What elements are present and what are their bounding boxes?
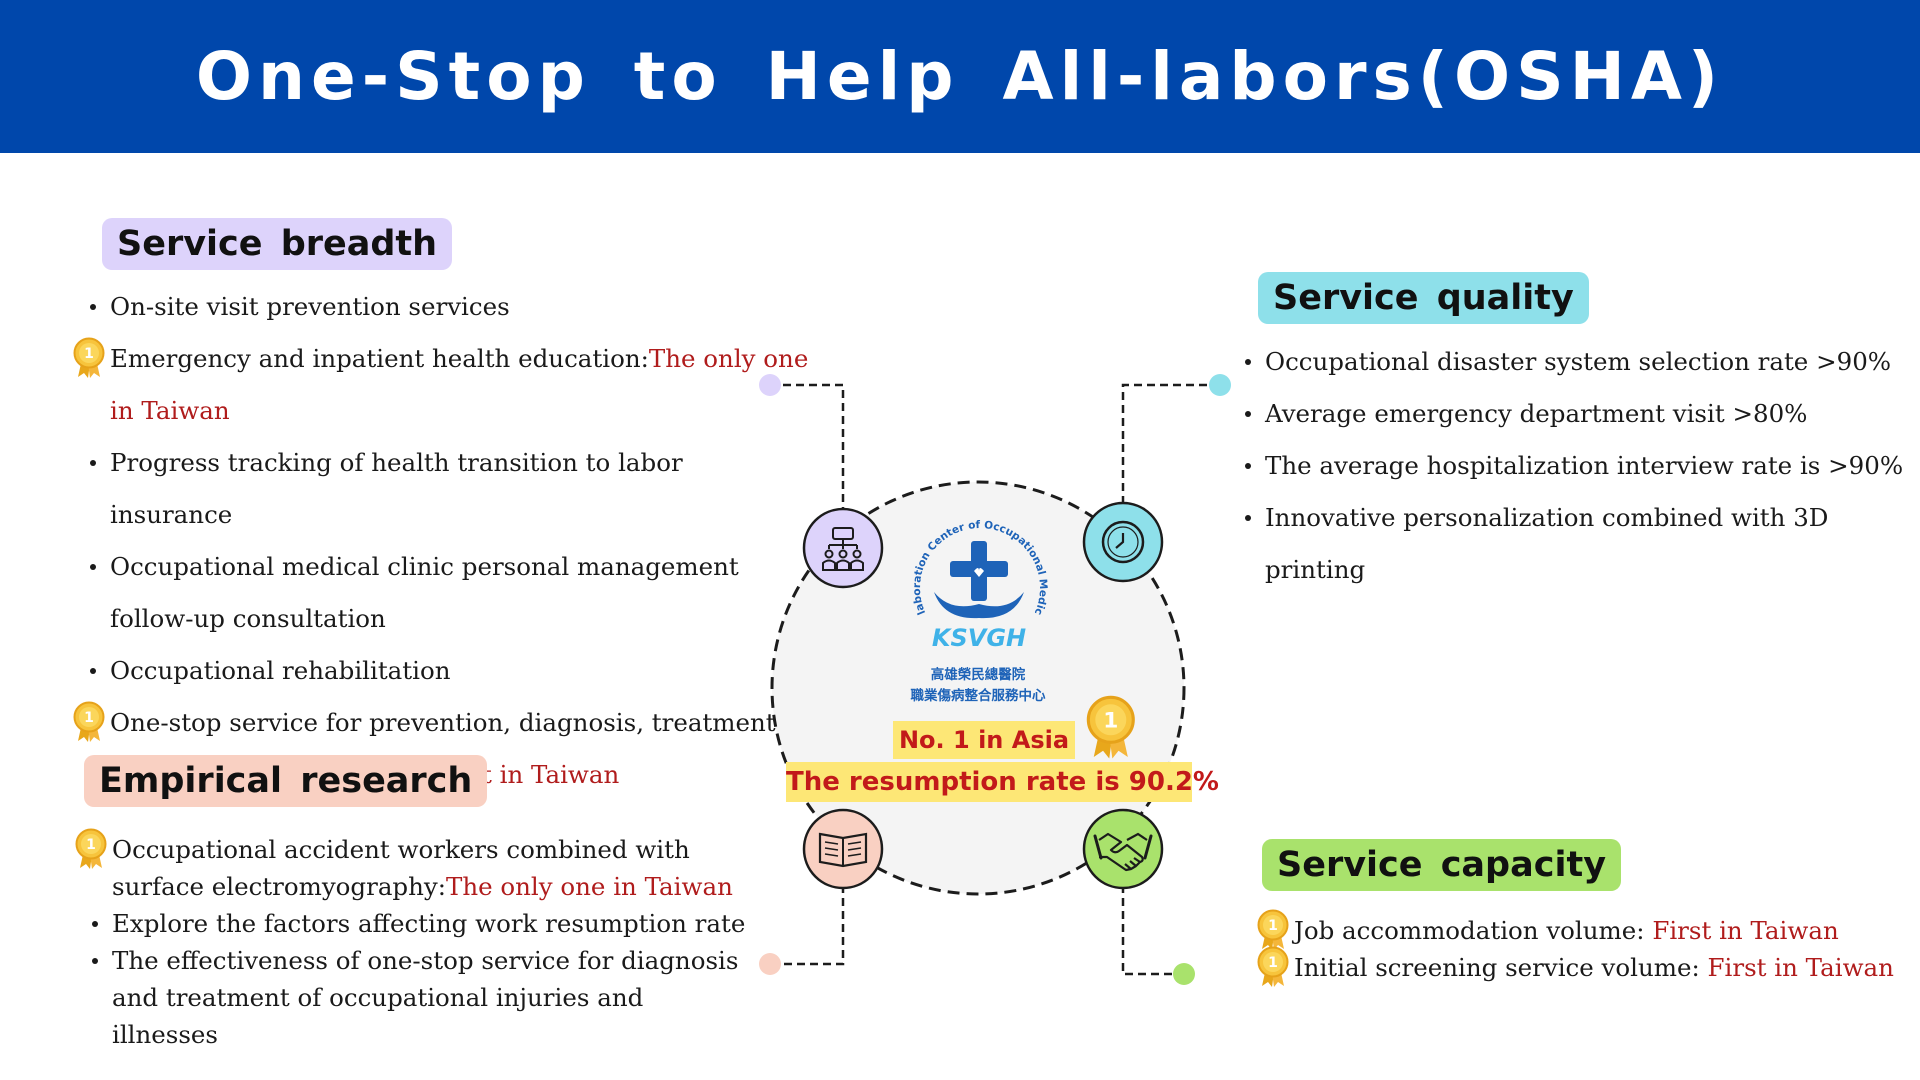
medal-icon: 1 [75, 828, 107, 870]
connector-dot-quality [1209, 374, 1231, 396]
list-item: Progress tracking of health transition t… [90, 437, 810, 541]
connector-breadth [770, 383, 845, 508]
org-chart-icon [802, 507, 884, 589]
svg-text:1: 1 [1268, 918, 1278, 934]
list-item: Occupational disaster system selection r… [1245, 336, 1920, 388]
list-item: 1 Occupational accident workers combined… [75, 828, 752, 905]
list-item: 1 Job accommodation volume: First in Tai… [1257, 909, 1894, 951]
hub-medal-icon: 1 [1086, 695, 1135, 761]
svg-text:1: 1 [86, 837, 96, 853]
section-label-capacity: Service capacity [1262, 839, 1622, 891]
connector-quality [1121, 383, 1220, 508]
list-item: Innovative personalization combined with… [1245, 492, 1920, 596]
svg-text:1: 1 [84, 710, 94, 726]
list-item: Explore the factors affecting work resum… [92, 905, 752, 942]
medal-icon: 1 [73, 701, 105, 743]
empirical-list: 1 Occupational accident workers combined… [75, 828, 752, 1053]
medal-icon: 1 [73, 337, 105, 379]
medal-icon: 1 [1257, 946, 1289, 988]
list-item: On-site visit prevention services [90, 281, 810, 333]
list-item: The average hospitalization interview ra… [1245, 440, 1920, 492]
list-item: Occupational medical clinic personal man… [90, 541, 800, 645]
svg-text:1: 1 [1268, 955, 1278, 971]
org-name-line-1: 高雄榮民總醫院 [930, 667, 1026, 683]
book-icon [802, 808, 884, 890]
connector-dot-breadth [759, 374, 781, 396]
list-item: The effectiveness of one-stop service fo… [92, 942, 752, 1053]
page-title: One-Stop to Help All-labors(OSHA) [195, 38, 1725, 115]
handshake-icon [1082, 808, 1164, 890]
clock-icon [1082, 501, 1164, 583]
breadth-list: On-site visit prevention services 1 Emer… [73, 281, 810, 801]
section-label-quality: Service quality [1258, 272, 1589, 324]
hub-rate-label: The resumption rate is 90.2% [786, 762, 1219, 802]
medal-icon: 1 [1257, 909, 1289, 951]
connector-dot-empirical [759, 953, 781, 975]
list-item: 1 Initial screening service volume: Firs… [1257, 946, 1894, 988]
logo-name: KSVGH [932, 624, 1026, 652]
list-item: 1 Emergency and inpatient health educati… [73, 333, 810, 437]
hub-medal-digit: 1 [1103, 709, 1118, 734]
section-label-breadth: Service breadth [102, 218, 453, 270]
list-item: Occupational rehabilitation [90, 645, 810, 697]
connector-dot-capacity [1173, 963, 1195, 985]
hub-rank-label: No. 1 in Asia [893, 721, 1075, 759]
quality-list: Occupational disaster system selection r… [1245, 336, 1920, 596]
connector-capacity [1121, 885, 1184, 976]
section-label-empirical: Empirical research [84, 755, 488, 807]
header-banner: One-Stop to Help All-labors(OSHA) [0, 0, 1920, 153]
org-name-line-2: 職業傷病整合服務中心 [910, 688, 1046, 704]
list-item: Average emergency department visit >80% [1245, 388, 1920, 440]
capacity-list: 1 Job accommodation volume: First in Tai… [1257, 909, 1894, 988]
connector-empirical [770, 885, 845, 966]
svg-text:1: 1 [84, 346, 94, 362]
